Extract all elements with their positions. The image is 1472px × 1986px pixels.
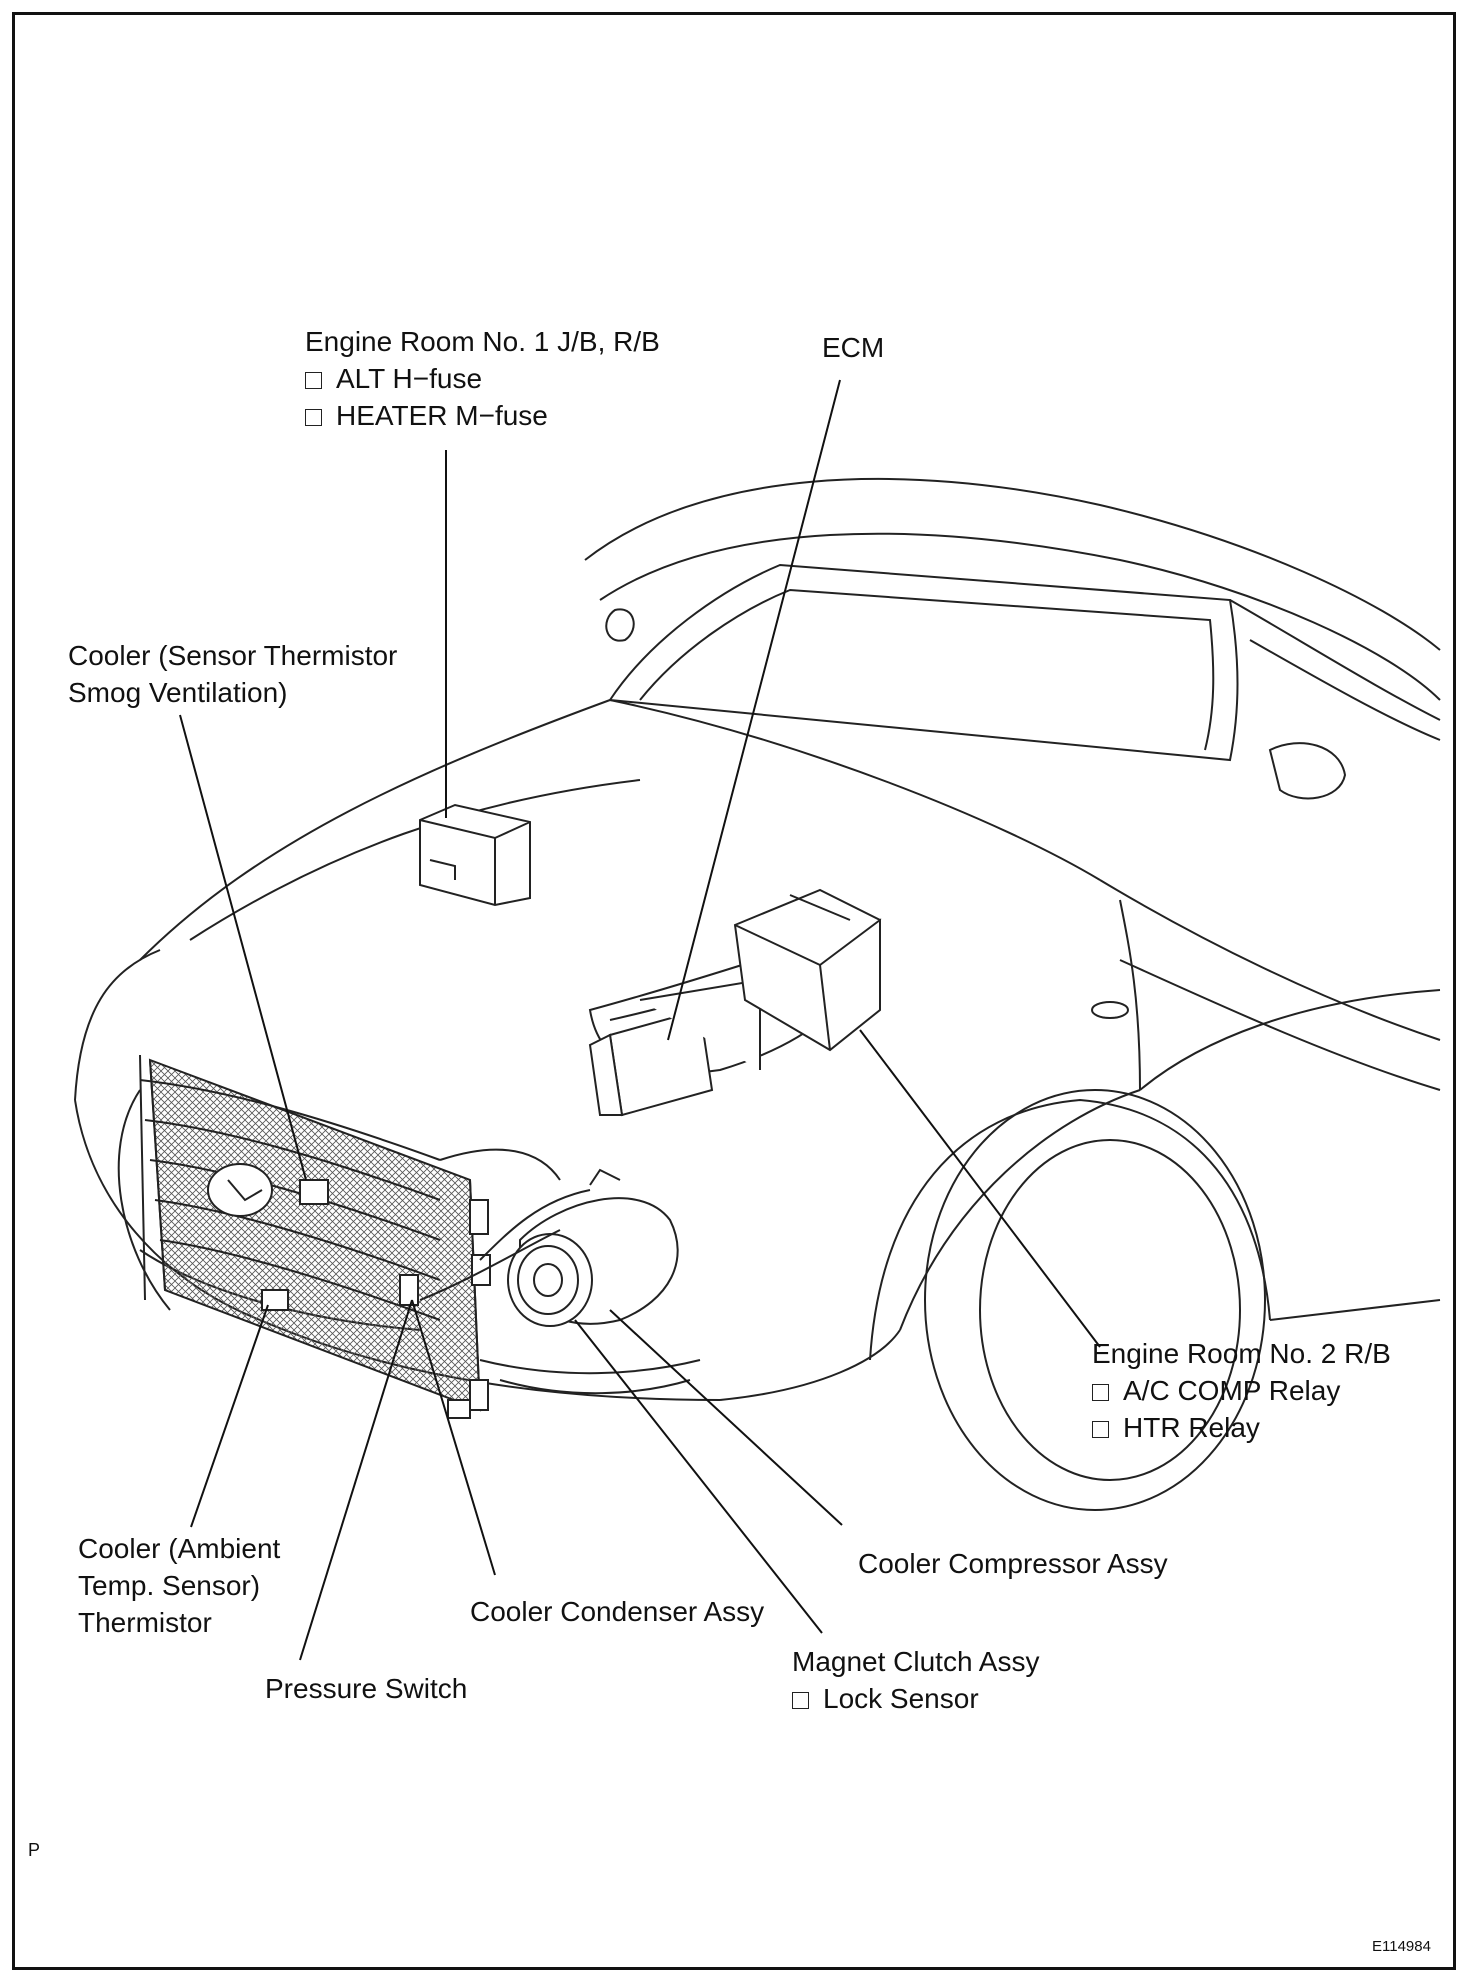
diagram-frame <box>12 12 1456 1970</box>
relay-block-2 <box>733 888 881 1052</box>
label-cooler-condenser: Cooler Condenser Assy <box>470 1596 765 1627</box>
label-pressure-switch: Pressure Switch <box>265 1673 468 1704</box>
compressor <box>507 1168 679 1327</box>
label-engine-room-1-title: Engine Room No. 1 J/B, R/B <box>305 326 660 357</box>
label-engine-room-2-item: A/C COMP Relay <box>1092 1372 1391 1409</box>
refrigerant-hoses <box>117 1089 591 1311</box>
checkbox-icon <box>1092 1384 1109 1401</box>
leader-lines <box>179 379 1101 1661</box>
label-cooler-ambient-thermistor: Cooler (Ambient Temp. Sensor) Thermistor <box>78 1533 281 1638</box>
figure-id: E114984 <box>1372 1938 1431 1955</box>
label-engine-room-2-title: Engine Room No. 2 R/B <box>1092 1338 1391 1369</box>
junction-block-1 <box>419 803 531 907</box>
label-engine-room-2-item: HTR Relay <box>1092 1409 1391 1446</box>
checkbox-icon <box>305 409 322 426</box>
grille <box>139 1079 441 1321</box>
label-magnet-clutch: Magnet Clutch Assy Lock Sensor <box>792 1643 1039 1717</box>
ecm-unit <box>588 978 761 1117</box>
label-engine-room-2: Engine Room No. 2 R/B A/C COMP Relay HTR… <box>1092 1335 1391 1446</box>
condenser-brackets <box>261 1179 491 1419</box>
label-engine-room-1-item: HEATER M−fuse <box>305 397 660 434</box>
label-magnet-clutch-title: Magnet Clutch Assy <box>792 1646 1040 1677</box>
checkbox-icon <box>1092 1421 1109 1438</box>
label-cooler-sensor-thermistor: Cooler (Sensor Thermistor Smog Ventilati… <box>68 640 398 708</box>
page-marker: P <box>28 1840 41 1860</box>
label-ecm: ECM <box>822 332 885 363</box>
label-engine-room-1-item: ALT H−fuse <box>305 360 660 397</box>
checkbox-icon <box>792 1692 809 1709</box>
label-engine-room-1: Engine Room No. 1 J/B, R/B ALT H−fuse HE… <box>305 323 660 434</box>
checkbox-icon <box>305 372 322 389</box>
label-magnet-clutch-item: Lock Sensor <box>792 1680 1039 1717</box>
label-cooler-compressor: Cooler Compressor Assy <box>858 1548 1168 1579</box>
